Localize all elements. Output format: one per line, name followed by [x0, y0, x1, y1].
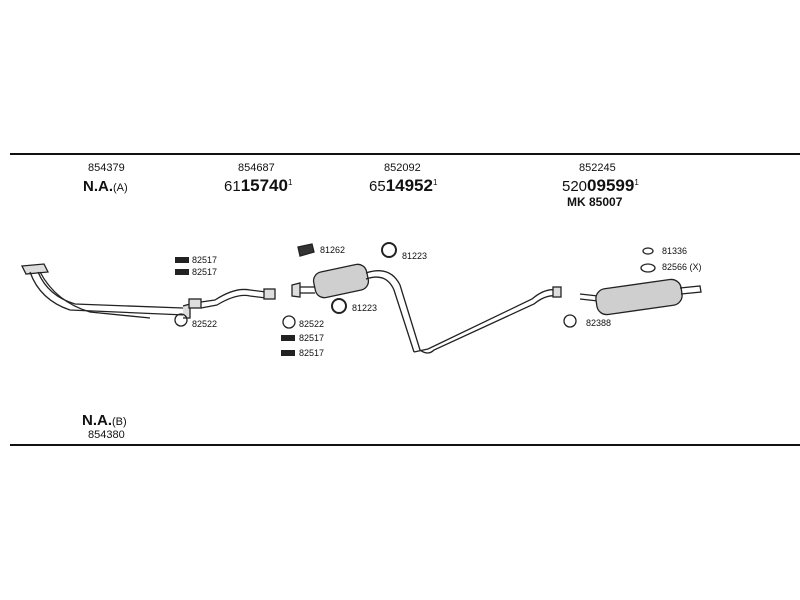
middle-silencer-ref: 65149521	[369, 176, 438, 195]
label-82517-a: 82517	[192, 255, 218, 265]
top-divider	[10, 153, 800, 155]
label-81223-a: 81223	[402, 251, 428, 261]
mounting-kit-ref: MK 85007	[567, 195, 623, 209]
clamp-82522-front-icon	[174, 313, 188, 327]
label-81336: 81336	[662, 246, 688, 256]
label-82522-b: 82522	[299, 319, 325, 329]
clamp-82388-icon	[563, 314, 577, 328]
rubber-82566-icon	[640, 263, 656, 273]
bolt-icon	[175, 257, 189, 263]
rear-silencer-ref: 520095991	[562, 176, 639, 195]
mount-81262-icon	[297, 243, 315, 257]
label-81223-b: 81223	[352, 303, 378, 313]
part-number-middle-silencer: 852092	[384, 162, 421, 174]
clamp-82522-rear-icon	[282, 315, 296, 329]
part-number-intermediate-pipe: 854687	[238, 162, 275, 174]
rear-silencer-drawing	[579, 278, 702, 316]
label-82517-c: 82517	[299, 333, 325, 343]
front-pipe-drawing	[20, 263, 191, 319]
label-81262: 81262	[320, 245, 346, 255]
bolt-icon	[281, 335, 295, 341]
label-82388: 82388	[586, 318, 612, 328]
intermediate-pipe-ref: 61157401	[224, 176, 293, 195]
label-82522-a: 82522	[192, 319, 218, 329]
bottom-divider	[10, 444, 800, 446]
label-82517-b: 82517	[192, 267, 218, 277]
part-number-rear-silencer: 852245	[579, 162, 616, 174]
bolt-icon	[281, 350, 295, 356]
middle-silencer-drawing	[291, 263, 562, 354]
part-number-front-pipe-b: 854380	[88, 429, 125, 441]
bolt-bundles	[175, 257, 295, 356]
hanger-81336-icon	[642, 247, 654, 255]
label-82566: 82566 (X)	[662, 262, 702, 272]
ring-81223-top-icon	[381, 242, 397, 258]
label-82517-d: 82517	[299, 348, 325, 358]
front-pipe-b-na-label: N.A.(B)	[82, 412, 127, 429]
bolt-icon	[175, 269, 189, 275]
ring-81223-bottom-icon	[331, 298, 347, 314]
front-pipe-na-label: N.A.(A)	[83, 178, 128, 195]
intermediate-pipe-drawing	[188, 288, 276, 309]
part-number-front-pipe: 854379	[88, 162, 125, 174]
